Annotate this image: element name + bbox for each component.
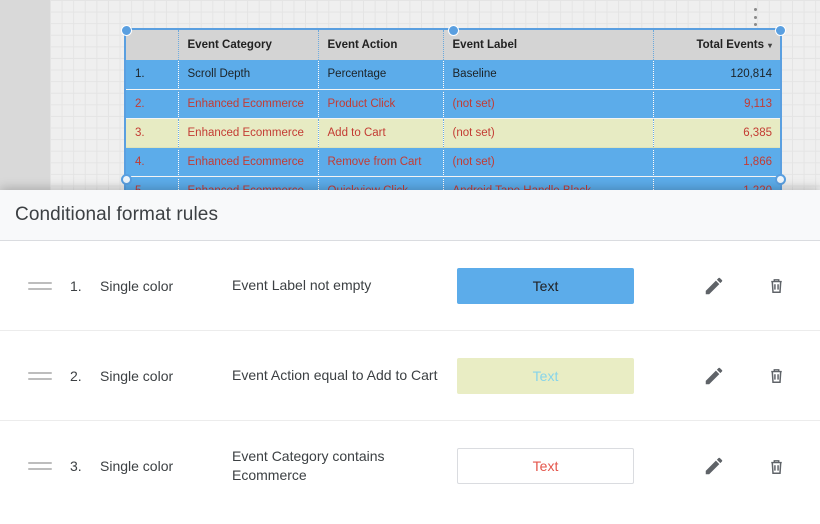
- rule-preview[interactable]: Text: [457, 267, 634, 304]
- col-header-total-events-label: Total Events: [696, 39, 764, 51]
- editor-sidebar: [0, 0, 50, 195]
- col-header-event-label[interactable]: Event Label: [443, 30, 654, 60]
- cell-total-events: 6,385: [653, 117, 780, 148]
- rule-number: 2.: [70, 367, 82, 384]
- dialog-header: Conditional format rules: [0, 190, 820, 241]
- col-header-event-action[interactable]: Event Action: [318, 30, 444, 60]
- cell-event-label: (not set): [443, 117, 654, 148]
- resize-handle-bottom-right[interactable]: [775, 174, 786, 185]
- preview-swatch[interactable]: Text: [457, 448, 634, 484]
- rule-number: 1.: [70, 277, 82, 294]
- rule-actions: [702, 364, 802, 388]
- cell-event-action: Quickview Click: [318, 176, 444, 190]
- preview-swatch[interactable]: Text: [457, 357, 634, 394]
- rule-preview[interactable]: Text: [457, 448, 634, 484]
- cell-index: 3.: [126, 117, 179, 148]
- trash-icon[interactable]: [764, 364, 788, 388]
- rule-preview[interactable]: Text: [457, 357, 634, 394]
- cell-event-category: Enhanced Ecommerce: [178, 176, 319, 190]
- pencil-icon[interactable]: [702, 274, 726, 298]
- cell-event-label: Android Tape Handle Black: [443, 176, 654, 190]
- pencil-icon[interactable]: [702, 364, 726, 388]
- cell-event-category: Enhanced Ecommerce: [178, 89, 319, 119]
- cell-index: 5.: [126, 176, 179, 190]
- table-header: Event Category Event Action Event Label …: [126, 30, 780, 60]
- resize-handle-top-left[interactable]: [121, 25, 132, 36]
- rule-type: Single color: [100, 367, 174, 384]
- cell-index: 2.: [126, 89, 179, 119]
- resize-handle-top-center[interactable]: [448, 25, 459, 36]
- pencil-icon[interactable]: [702, 454, 726, 478]
- cell-event-action: Percentage: [318, 60, 444, 90]
- rule-actions: [702, 274, 802, 298]
- rule-actions: [702, 454, 802, 478]
- cell-event-action: Add to Cart: [318, 117, 444, 148]
- table-row: 5.Enhanced EcommerceQuickview ClickAndro…: [126, 176, 780, 190]
- resize-handle-bottom-left[interactable]: [121, 174, 132, 185]
- rule-row: 3. Single color Event Category contains Ec…: [0, 421, 820, 511]
- rule-condition: Event Label not empty: [232, 277, 372, 293]
- rule-type: Single color: [100, 458, 174, 474]
- cell-event-action: Remove from Cart: [318, 147, 444, 177]
- more-options-icon[interactable]: [748, 5, 762, 29]
- table-header-row: Event Category Event Action Event Label …: [126, 30, 780, 60]
- rule-condition: Event Action equal to Add to Cart: [232, 367, 438, 383]
- cell-event-category: Scroll Depth: [178, 60, 319, 90]
- report-table-widget[interactable]: Event Category Event Action Event Label …: [124, 28, 782, 192]
- cell-event-label: (not set): [443, 147, 654, 177]
- data-table: Event Category Event Action Event Label …: [126, 30, 780, 190]
- cell-index: 1.: [126, 60, 179, 90]
- cell-event-action: Product Click: [318, 89, 444, 119]
- dialog-title: Conditional format rules: [15, 204, 219, 225]
- sort-descending-icon[interactable]: ▾: [767, 41, 772, 50]
- cell-total-events: 1,220: [653, 176, 780, 190]
- col-header-index[interactable]: [126, 30, 179, 60]
- drag-handle-icon[interactable]: [28, 371, 52, 380]
- cell-event-label: Baseline: [443, 60, 654, 90]
- drag-handle-icon[interactable]: [28, 462, 52, 470]
- trash-icon[interactable]: [764, 454, 788, 478]
- cell-total-events: 9,113: [653, 89, 780, 119]
- trash-icon[interactable]: [764, 274, 788, 298]
- preview-swatch[interactable]: Text: [457, 267, 634, 304]
- col-header-total-events[interactable]: Total Events▾: [653, 30, 780, 60]
- rule-row: 1. Single color Event Label not empty Text: [0, 241, 820, 331]
- drag-handle-icon[interactable]: [28, 281, 52, 290]
- resize-handle-top-right[interactable]: [775, 25, 786, 36]
- cell-index: 4.: [126, 147, 179, 177]
- rule-number: 3.: [70, 458, 82, 474]
- cell-total-events: 1,866: [653, 147, 780, 177]
- cell-event-category: Enhanced Ecommerce: [178, 147, 319, 177]
- cell-event-category: Enhanced Ecommerce: [178, 117, 319, 148]
- rule-row: 2. Single color Event Action equal to Add …: [0, 331, 820, 421]
- col-header-event-category[interactable]: Event Category: [178, 30, 319, 60]
- cell-event-label: (not set): [443, 89, 654, 119]
- rule-type: Single color: [100, 277, 174, 294]
- cell-total-events: 120,814: [653, 60, 780, 90]
- rule-condition: Event Category contains Ecommerce: [232, 448, 385, 483]
